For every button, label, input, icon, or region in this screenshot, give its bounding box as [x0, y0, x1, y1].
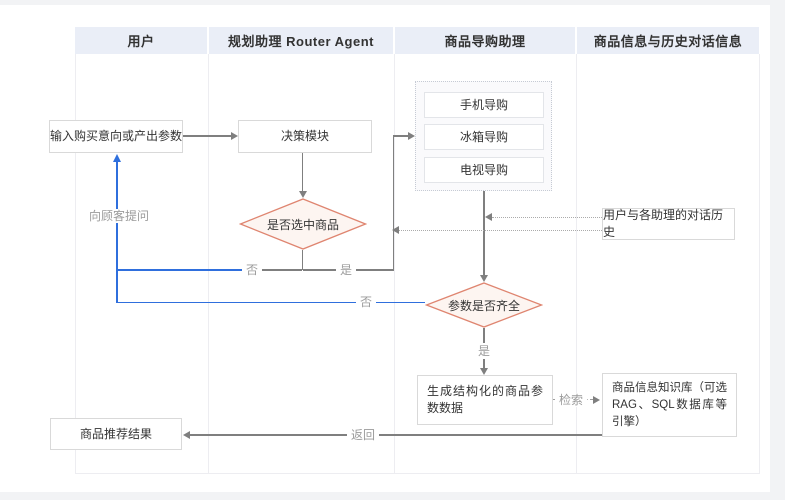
lane-border-3 — [394, 54, 395, 473]
lane-border-bottom — [75, 473, 760, 474]
connector-params-no-blue-right — [376, 301, 425, 303]
arrowhead-into-knowledge-base — [593, 396, 600, 404]
edge-label-select-no: 否 — [241, 263, 263, 277]
node-knowledge-base: 商品信息知识库（可选RAG、SQL数据库等引擎） — [602, 373, 737, 437]
arrowhead-into-decision — [231, 132, 238, 140]
node-user-input: 输入购买意向或产出参数 — [49, 120, 183, 153]
arrowhead-into-select-diamond — [298, 191, 307, 198]
connector-select-no-gray — [260, 269, 302, 271]
node-fridge-guide: 冰箱导购 — [424, 124, 544, 150]
node-select-product-diamond: 是否选中商品 — [239, 198, 367, 250]
edge-label-ask-customer: 向顾客提问 — [84, 209, 154, 223]
lane-border-4 — [576, 54, 577, 473]
edge-label-params-no: 否 — [355, 295, 377, 309]
connector-group-to-params-diamond — [483, 191, 485, 275]
lane-header-router-agent: 规划助理 Router Agent — [209, 27, 393, 54]
node-params-complete-diamond: 参数是否齐全 — [425, 282, 543, 328]
node-decision-module: 决策模块 — [238, 120, 372, 153]
edge-label-select-yes: 是 — [335, 263, 357, 277]
connector-input-to-decision — [183, 135, 231, 137]
lane-border-1 — [75, 54, 76, 473]
arrowhead-into-recommend-result — [183, 431, 190, 439]
lane-header-user: 用户 — [75, 27, 207, 54]
arrowhead-into-user-input — [112, 154, 121, 162]
connector-history-to-guides-dotted — [492, 217, 602, 218]
diamond-shape — [239, 198, 367, 250]
lane-header-info-history: 商品信息与历史对话信息 — [577, 27, 759, 54]
connector-decision-to-diamond — [301, 153, 303, 191]
lane-header-guide-assistant: 商品导购助理 — [395, 27, 575, 54]
arrowhead-history-to-router — [392, 226, 399, 234]
diamond-label: 是否选中商品 — [266, 217, 339, 232]
node-generate-params: 生成结构化的商品参数数据 — [417, 375, 553, 425]
node-tv-guide: 电视导购 — [424, 157, 544, 183]
connector-select-yes-top — [392, 135, 409, 137]
lane-border-5 — [759, 54, 760, 473]
connector-select-yes-vertical — [392, 135, 394, 270]
edge-label-params-yes: 是 — [473, 344, 495, 358]
arrowhead-into-generate-params — [480, 368, 488, 375]
connector-params-yes-stub — [483, 328, 485, 343]
connector-select-yes-1 — [303, 269, 337, 271]
connector-return — [190, 434, 602, 436]
edge-label-return: 返回 — [346, 428, 380, 442]
connector-select-yes-2 — [356, 269, 394, 271]
connector-params-yes-lower — [483, 359, 485, 369]
diamond-label: 参数是否齐全 — [447, 298, 520, 313]
node-phone-guide: 手机导购 — [424, 92, 544, 118]
connector-params-no-blue-left — [116, 301, 358, 303]
connector-select-no-blue — [117, 269, 245, 271]
connector-feedback-vertical — [116, 161, 118, 303]
arrowhead-history-to-guides — [485, 213, 492, 221]
node-dialog-history: 用户与各助理的对话历史 — [602, 208, 735, 240]
node-recommend-result: 商品推荐结果 — [50, 418, 182, 450]
lane-border-2 — [208, 54, 209, 473]
edge-label-search: 检索 — [554, 393, 588, 407]
connector-select-diamond-stub — [301, 250, 303, 270]
connector-history-to-router-dotted — [399, 230, 602, 231]
node-guide-group: 手机导购 冰箱导购 电视导购 — [415, 81, 552, 191]
diamond-shape — [425, 282, 543, 328]
arrowhead-into-params-diamond — [480, 275, 488, 282]
arrowhead-into-guide-group — [408, 132, 415, 140]
